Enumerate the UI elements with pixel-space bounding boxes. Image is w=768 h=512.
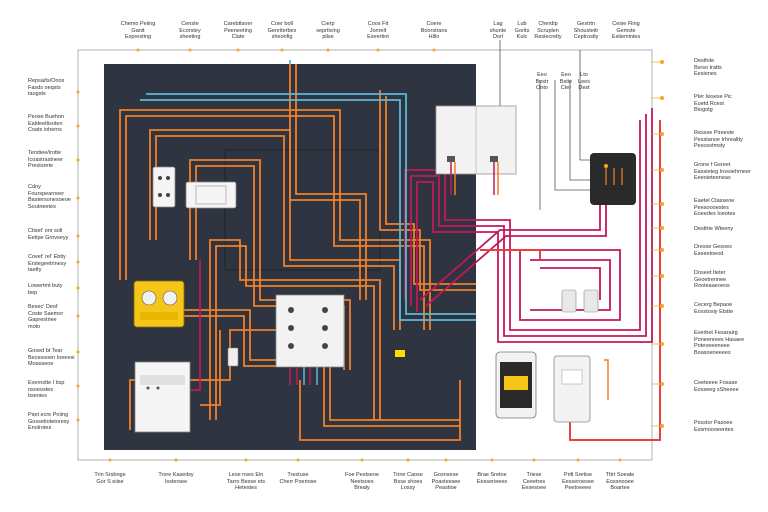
right-callout-6: Desthte Wteeny — [694, 226, 734, 232]
red-wire — [480, 120, 661, 441]
controller-module — [590, 153, 636, 205]
left-ticks — [76, 90, 80, 422]
junction-box — [553, 355, 609, 423]
light-switch-panel — [185, 181, 237, 209]
relay-pair — [561, 289, 599, 313]
callout-dots — [660, 60, 664, 428]
yellow-indicator — [395, 350, 405, 357]
yellow-outlet-box — [133, 280, 185, 328]
breaker-panel — [275, 294, 345, 385]
wall-outlet — [152, 166, 176, 208]
magenta-wire-bundle — [185, 108, 653, 391]
small-switch — [227, 347, 239, 367]
power-supply-box — [134, 361, 191, 433]
blue-wire-bundle — [140, 60, 476, 321]
relay-module — [435, 105, 517, 195]
bottom-ticks — [108, 458, 622, 462]
top-ticks — [136, 48, 436, 52]
fan-device — [495, 351, 537, 419]
callout-markers — [652, 61, 662, 427]
